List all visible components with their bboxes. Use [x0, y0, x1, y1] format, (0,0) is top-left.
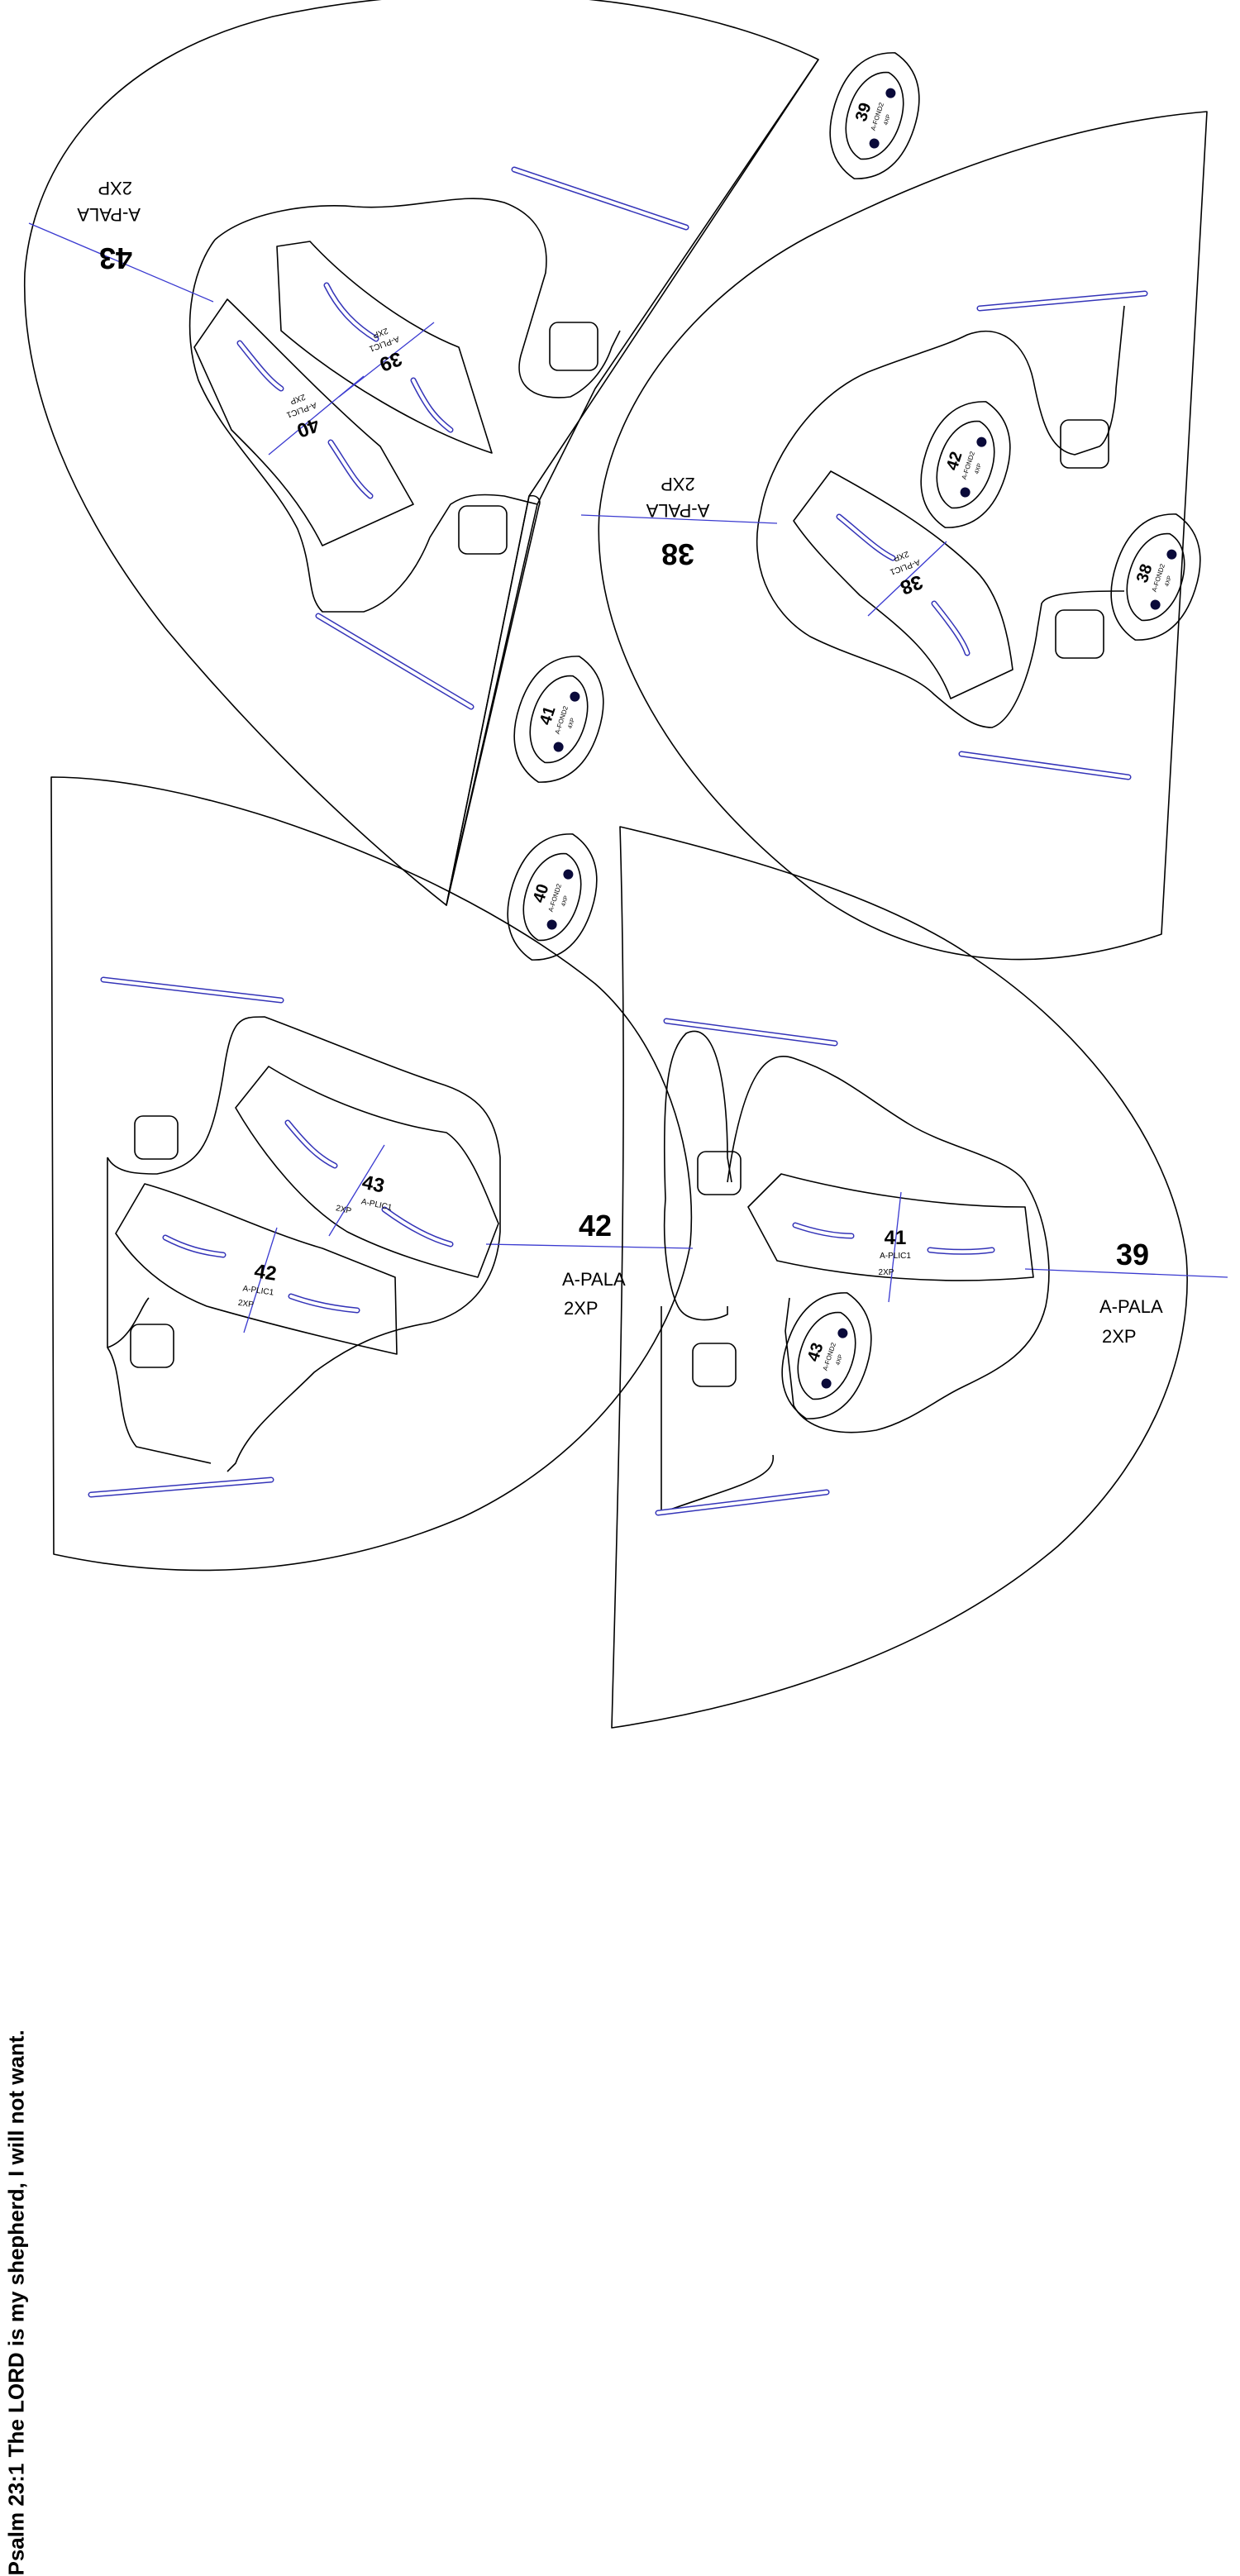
piece-name: A-PALA [646, 500, 709, 521]
sheet-caption: Psalm 23:1 The LORD is my shepherd, I wi… [3, 2030, 29, 2576]
piece-number: 43 [360, 1171, 387, 1198]
piece-qty: 4XP [567, 717, 576, 729]
piece-name: A-PLIC1 [360, 1197, 393, 1213]
piece-number: 38 [897, 570, 925, 599]
piece-qty: 2XP [564, 1298, 599, 1319]
pala-piece-38: 38 A-PALA 2XP [580, 111, 1208, 961]
plic-piece-40: 40 A-PLIC1 2XP [193, 298, 414, 546]
piece-name: A-PLIC1 [880, 1252, 911, 1261]
fond-piece-41: 41 A-FOND2 4XP [513, 656, 604, 783]
pala-piece-39: 39 A-PALA 2XP [611, 826, 1228, 1729]
piece-name: A-PALA [77, 204, 141, 225]
piece-qty: 4XP [974, 462, 983, 475]
piece-qty: 2XP [1102, 1326, 1137, 1347]
piece-number: 39 [376, 347, 404, 376]
piece-qty: 2XP [879, 1268, 894, 1277]
piece-qty: 2XP [98, 178, 132, 198]
piece-qty: 2XP [289, 392, 307, 406]
fond-piece-40: 40 A-FOND2 4XP [507, 833, 598, 961]
fond-piece-43: 43 A-FOND2 4XP [781, 1292, 872, 1419]
piece-number: 41 [885, 1227, 907, 1249]
piece-number: 40 [293, 413, 322, 442]
piece-number: 42 [253, 1260, 278, 1285]
piece-name: A-PALA [1099, 1296, 1163, 1317]
piece-qty: 2XP [661, 474, 695, 494]
piece-number: 39 [1116, 1238, 1149, 1271]
piece-name: A-PLIC1 [242, 1284, 274, 1297]
plic-piece-42: 42 A-PLIC1 2XP [115, 1183, 398, 1355]
fond-piece-39: 39 A-FOND2 4XP [829, 52, 920, 179]
piece-name: A-PALA [562, 1269, 626, 1290]
pattern-sheet: 43 A-PALA 2XP 39 A-PLIC1 2XP 40 A-PLIC1 … [23, 0, 1228, 1729]
piece-number: 42 [579, 1209, 612, 1243]
plic-piece-41: 41 A-PLIC1 2XP [747, 1173, 1034, 1303]
piece-qty: 2XP [335, 1204, 352, 1216]
fond-piece-38: 38 A-FOND2 4XP [1110, 513, 1201, 641]
piece-number: 43 [99, 241, 132, 275]
piece-number: 38 [661, 537, 694, 571]
piece-qty: 4XP [883, 113, 892, 126]
piece-qty: 4XP [1164, 575, 1173, 587]
plic-piece-38: 38 A-PLIC1 2XP [793, 470, 1013, 699]
piece-qty: 2XP [371, 326, 389, 340]
piece-qty: 4XP [835, 1353, 844, 1366]
piece-qty: 2XP [892, 549, 910, 563]
plic-piece-43: 43 A-PLIC1 2XP [235, 1066, 499, 1278]
piece-qty: 2XP [237, 1299, 255, 1310]
fond-piece-42: 42 A-FOND2 4XP [920, 401, 1011, 528]
pala-piece-43: 43 A-PALA 2XP [23, 0, 819, 906]
piece-qty: 4XP [560, 894, 570, 907]
pala-piece-42: 42 A-PALA 2XP [50, 776, 694, 1572]
